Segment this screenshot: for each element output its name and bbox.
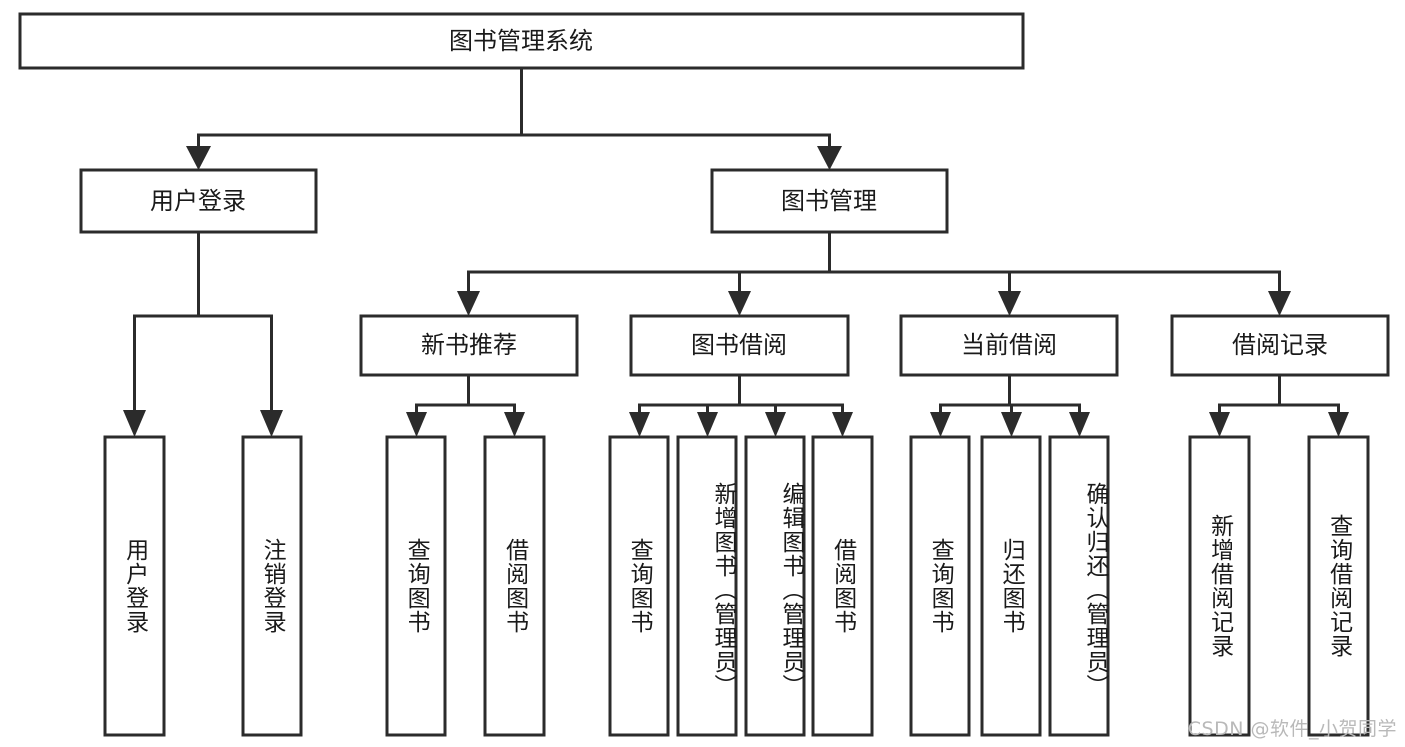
node-box-leaf-add-book[interactable] (676, 435, 738, 737)
connector-group-user-login (123, 230, 283, 437)
node-label-user-login: 用户登录 (150, 187, 246, 215)
node-box-root[interactable] (18, 12, 1025, 70)
node-label-book-borrow: 图书借阅 (691, 331, 787, 359)
node-box-leaf-query-book-1[interactable] (385, 435, 447, 737)
arrow-head-leaf-query-book-3 (930, 412, 951, 437)
node-box-leaf-edit-book[interactable] (744, 435, 806, 737)
arrow-head-current-borrow (998, 291, 1021, 316)
node-box-user-login[interactable] (79, 168, 318, 234)
csdn-watermark: CSDN @软件_小贺同学 (1187, 718, 1397, 740)
node-label-root: 图书管理系统 (449, 27, 593, 55)
node-label-current-borrow: 当前借阅 (961, 331, 1057, 359)
connector-group-book-borrow (629, 373, 853, 437)
arrow-head-borrow-record (1268, 291, 1291, 316)
arrow-head-book-manage (817, 146, 842, 170)
connector-group-new-book-rec (406, 373, 525, 437)
arrow-head-leaf-borrow-book-2 (832, 412, 853, 437)
node-box-leaf-logout[interactable] (241, 435, 303, 737)
arrow-head-leaf-user-login (123, 410, 146, 437)
arrow-head-user-login (186, 146, 211, 170)
node-box-current-borrow[interactable] (899, 314, 1119, 377)
node-label-borrow-record: 借阅记录 (1232, 331, 1328, 359)
node-box-leaf-return-book[interactable] (980, 435, 1042, 737)
arrow-head-leaf-logout (260, 410, 283, 437)
arrow-head-leaf-confirm-return (1069, 412, 1090, 437)
arrow-head-leaf-query-record (1328, 412, 1349, 437)
node-box-book-borrow[interactable] (629, 314, 850, 377)
arrow-head-leaf-borrow-book-1 (504, 412, 525, 437)
arrow-head-book-borrow (728, 291, 751, 316)
arrow-head-leaf-edit-book (765, 412, 786, 437)
node-box-leaf-user-login[interactable] (103, 435, 166, 737)
node-box-leaf-query-book-2[interactable] (608, 435, 670, 737)
connector-group-book-manage (457, 230, 1291, 316)
arrow-head-leaf-add-record (1209, 412, 1230, 437)
node-box-leaf-query-record[interactable] (1307, 435, 1370, 737)
arrow-head-leaf-query-book-1 (406, 412, 427, 437)
node-box-book-manage[interactable] (710, 168, 949, 234)
node-label-book-manage: 图书管理 (781, 187, 877, 215)
node-box-leaf-add-record[interactable] (1188, 435, 1251, 737)
node-box-leaf-query-book-3[interactable] (909, 435, 971, 737)
connector-group-root (186, 66, 842, 170)
arrow-head-leaf-return-book (1001, 412, 1022, 437)
node-box-new-book-rec[interactable] (359, 314, 579, 377)
node-box-leaf-confirm-return[interactable] (1048, 435, 1110, 737)
arrow-head-leaf-query-book-2 (629, 412, 650, 437)
node-box-borrow-record[interactable] (1170, 314, 1390, 377)
connector-group-borrow-record (1209, 373, 1349, 437)
node-label-new-book-rec: 新书推荐 (421, 331, 517, 359)
arrow-head-new-book-rec (457, 291, 480, 316)
node-box-leaf-borrow-book-2[interactable] (811, 435, 874, 737)
connector-group-current-borrow (930, 373, 1090, 437)
node-box-leaf-borrow-book-1[interactable] (483, 435, 546, 737)
arrow-head-leaf-add-book (697, 412, 718, 437)
